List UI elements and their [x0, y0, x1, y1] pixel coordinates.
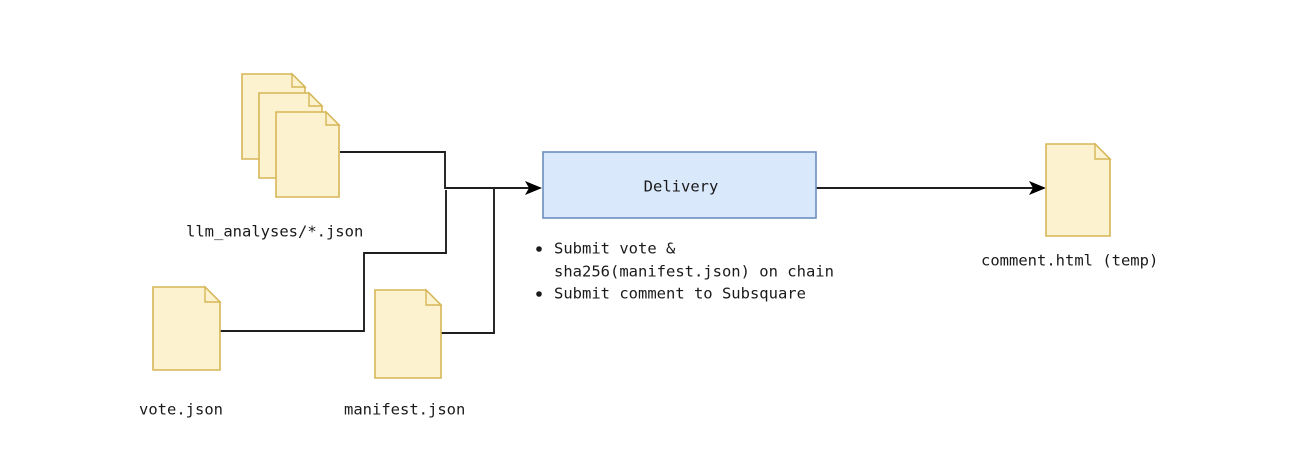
- delivery-steps-list: Submit vote & sha256(manifest.json) on c…: [536, 240, 834, 303]
- delivery-step-1-line-2: sha256(manifest.json) on chain: [554, 263, 834, 281]
- node-manifest-json[interactable]: manifest.json: [344, 288, 465, 419]
- bullet-dot-icon: [536, 291, 542, 297]
- delivery-box-shape: [542, 151, 817, 219]
- node-vote-json[interactable]: vote.json: [139, 285, 223, 419]
- vote-json-fold-icon: [204, 285, 222, 303]
- label-delivery: Delivery: [644, 178, 719, 196]
- node-delivery[interactable]: Delivery: [542, 151, 817, 219]
- vote-json-doc-shape: [152, 286, 221, 371]
- delivery-step-1-line-1: Submit vote &: [554, 240, 676, 258]
- manifest-json-fold-icon: [425, 288, 443, 306]
- comment-html-doc-shape: [1045, 143, 1111, 237]
- llm-analyses-sheet-front: [275, 110, 341, 198]
- label-comment-html: comment.html (temp): [981, 252, 1158, 270]
- label-manifest-json: manifest.json: [344, 401, 465, 419]
- edge-manifest-to-delivery: [441, 187, 540, 334]
- delivery-step-2-line-1: Submit comment to Subsquare: [554, 285, 806, 303]
- node-comment-html[interactable]: comment.html (temp): [981, 142, 1158, 270]
- comment-html-fold-icon: [1094, 142, 1112, 160]
- manifest-json-doc-shape: [374, 289, 442, 379]
- label-llm-analyses: llm_analyses/*.json: [186, 223, 363, 241]
- arrowhead-into-comment: [1029, 181, 1046, 195]
- node-llm-analyses[interactable]: llm_analyses/*.json: [186, 72, 363, 241]
- bullet-dot-icon: [536, 246, 542, 252]
- edge-vote-to-delivery: [220, 190, 447, 332]
- label-vote-json: vote.json: [139, 401, 223, 419]
- arrowhead-into-delivery: [525, 181, 542, 195]
- edge-llm-analyses-to-delivery: [340, 151, 540, 189]
